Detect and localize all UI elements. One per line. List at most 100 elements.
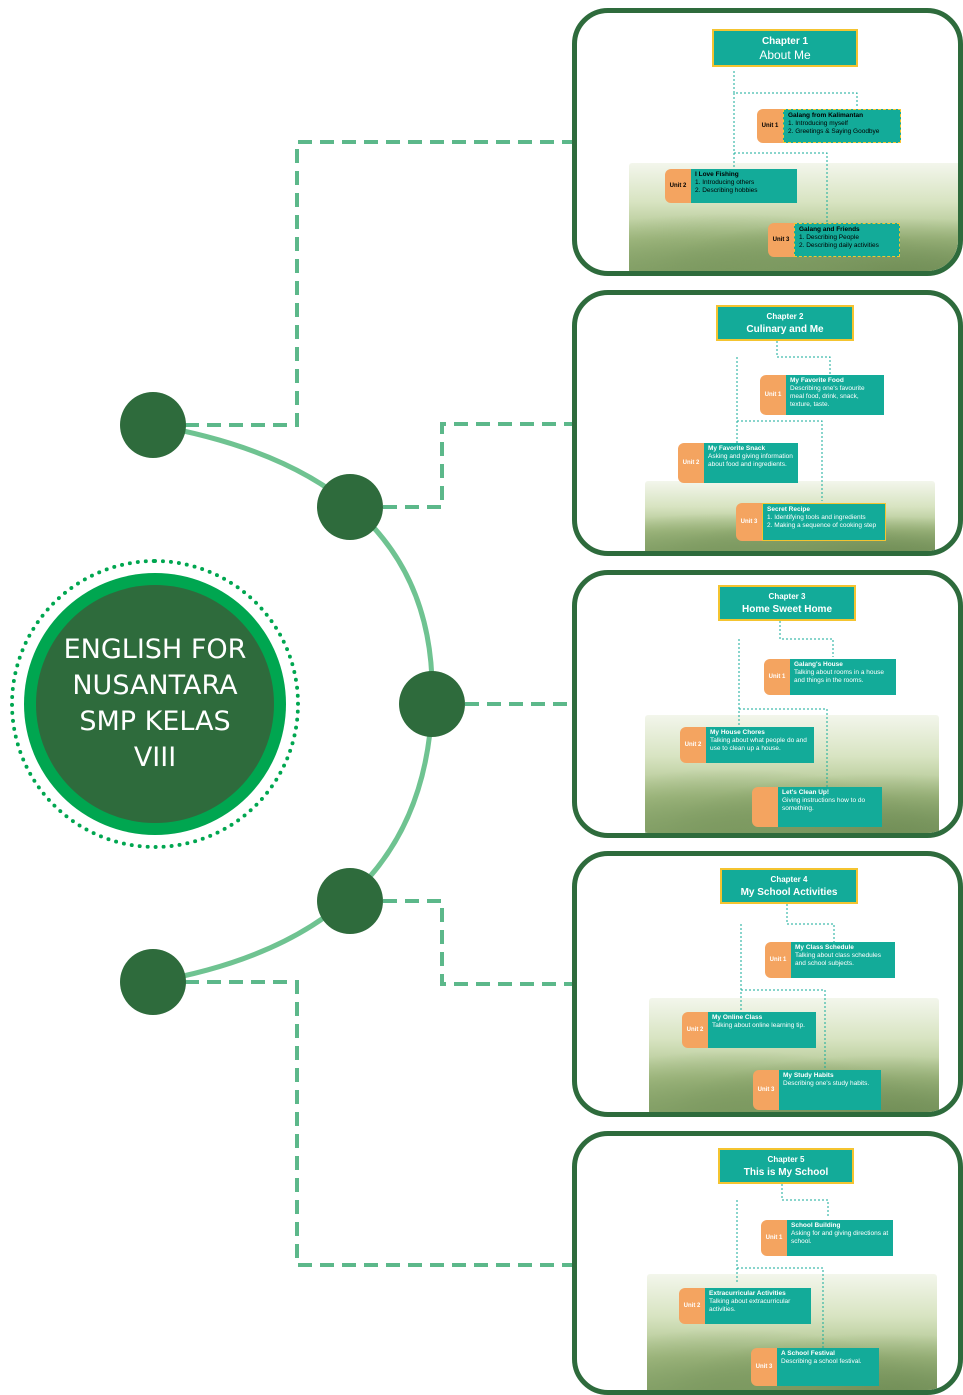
unit-line: Asking and giving information about food…: [708, 453, 793, 468]
unit-title: My Favorite Snack: [708, 445, 766, 452]
chapter-header: Chapter 1 About Me: [712, 29, 858, 67]
unit-3-box: Unit 3 My Study Habits Describing one's …: [753, 1070, 881, 1110]
unit-line: Describing a school festival.: [781, 1358, 862, 1365]
unit-line: 1. Introducing others: [695, 179, 755, 186]
unit-title: My House Chores: [710, 729, 765, 736]
dashed-link-2: [383, 422, 578, 509]
unit-title: Secret Recipe: [767, 506, 810, 513]
unit-line: 1. Describing People: [799, 234, 859, 241]
node-4[interactable]: [317, 868, 383, 934]
unit-label: Unit 3: [736, 503, 762, 541]
unit-title: School Building: [791, 1222, 841, 1229]
unit-line: Giving instructions how to do something.: [782, 797, 866, 812]
unit-label: Unit 1: [760, 375, 786, 415]
unit-label: Unit 1: [765, 942, 791, 978]
unit-connectors: [736, 1184, 829, 1348]
unit-connectors: [740, 904, 835, 1070]
unit-title: I Love Fishing: [695, 171, 739, 178]
unit-1-box: Unit 1 My Class Schedule Talking about c…: [765, 942, 895, 978]
unit-title: My Study Habits: [783, 1072, 834, 1079]
unit-3-box: Unit 3 Secret Recipe 1. Identifying tool…: [736, 503, 886, 541]
unit-1-box: Unit 1 Galang from Kalimantan 1. Introdu…: [757, 109, 901, 143]
chapter-card-4[interactable]: Chapter 4 My School Activities Unit 1 My…: [572, 851, 963, 1117]
chapter-card-2[interactable]: Chapter 2 Culinary and Me Unit 1 My Favo…: [572, 290, 963, 556]
unit-2-box: Unit 2 Extracurricular Activities Talkin…: [679, 1288, 811, 1324]
unit-line: Describing one's study habits.: [783, 1080, 870, 1087]
chapter-title: Home Sweet Home: [741, 603, 833, 615]
chapter-title: Culinary and Me: [746, 323, 824, 335]
unit-label: Unit 2: [679, 1288, 705, 1324]
dashed-link-1: [185, 140, 578, 427]
node-3[interactable]: [399, 671, 465, 737]
unit-line: 2. Describing daily activities: [799, 242, 879, 249]
hub-title: ENGLISH FOR NUSANTARA SMP KELAS VIII: [63, 634, 247, 773]
unit-label: Unit 2: [665, 169, 691, 203]
unit-2-box: Unit 2 My Online Class Talking about onl…: [682, 1012, 816, 1048]
unit-line: Talking about class schedules and school…: [795, 952, 881, 967]
unit-2-box: Unit 2 I Love Fishing 1. Introducing oth…: [665, 169, 797, 203]
chapter-title: About Me: [759, 47, 811, 62]
dashed-link-4: [383, 899, 578, 986]
unit-line: 2. Making a sequence of cooking step: [767, 522, 877, 529]
hub-circle: ENGLISH FOR NUSANTARA SMP KELAS VIII: [36, 585, 274, 823]
chapter-card-3[interactable]: Chapter 3 Home Sweet Home Unit 1 Galang'…: [572, 570, 963, 838]
unit-title: My Class Schedule: [795, 944, 854, 951]
hub-dotted-ring: [10, 559, 300, 849]
chapter-card-1[interactable]: Chapter 1 About Me Unit 1 Galang from Ka…: [572, 8, 963, 276]
unit-title: My Online Class: [712, 1014, 763, 1021]
chapter-header: Chapter 4 My School Activities: [720, 868, 858, 904]
unit-line: Talking about online learning tip.: [712, 1022, 805, 1029]
chapter-header: Chapter 3 Home Sweet Home: [718, 585, 856, 621]
chapter-card-5[interactable]: Chapter 5 This is My School Unit 1 Schoo…: [572, 1131, 963, 1395]
unit-title: Galang and Friends: [799, 226, 860, 233]
unit-line: 2. Describing hobbies: [695, 187, 758, 194]
unit-label: Unit 2: [678, 443, 704, 483]
unit-label: Unit 1: [757, 109, 783, 143]
unit-label: Unit 3: [753, 1070, 779, 1110]
chapter-number: Chapter 5: [767, 1154, 805, 1164]
chapter-number: Chapter 2: [766, 311, 804, 321]
unit-line: 1. Introducing myself: [788, 120, 848, 127]
unit-line: Asking for and giving directions at scho…: [791, 1230, 889, 1245]
unit-line: Describing one's favourite meal food, dr…: [790, 385, 865, 408]
unit-line: 1. Identifying tools and ingredients: [767, 514, 866, 521]
chapter-number: Chapter 4: [770, 874, 808, 884]
chapter-number: Chapter 3: [768, 591, 806, 601]
unit-label: [752, 787, 778, 827]
unit-label: Unit 1: [761, 1220, 787, 1256]
node-1[interactable]: [120, 392, 186, 458]
unit-connectors: [736, 341, 831, 501]
chapter-number: Chapter 1: [761, 35, 809, 47]
chapter-title: This is My School: [743, 1166, 829, 1178]
unit-title: Extracurricular Activities: [709, 1290, 786, 1297]
unit-line: Talking about what people do and use to …: [710, 737, 807, 752]
unit-title: Let's Clean Up!: [782, 789, 830, 796]
unit-title: Galang from Kalimantan: [788, 112, 864, 119]
unit-3-box: Unit 3 A School Festival Describing a sc…: [751, 1348, 879, 1386]
unit-2-box: Unit 2 My Favorite Snack Asking and givi…: [678, 443, 798, 483]
unit-2-box: Unit 2 My House Chores Talking about wha…: [680, 727, 814, 763]
unit-line: Talking about rooms in a house and thing…: [794, 669, 884, 684]
node-5[interactable]: [120, 949, 186, 1015]
chapter-header: Chapter 2 Culinary and Me: [716, 305, 854, 341]
unit-label: Unit 1: [764, 659, 790, 695]
unit-connectors: [733, 71, 858, 228]
unit-label: Unit 2: [682, 1012, 708, 1048]
chapter-title: My School Activities: [740, 886, 838, 898]
node-2[interactable]: [317, 474, 383, 540]
unit-1-box: Unit 1 School Building Asking for and gi…: [761, 1220, 893, 1256]
unit-line: Talking about extracurricular activities…: [709, 1298, 791, 1313]
dashed-link-5: [185, 980, 578, 1267]
unit-label: Unit 3: [768, 223, 794, 257]
unit-1-box: Unit 1 My Favorite Food Describing one's…: [760, 375, 884, 415]
chapter-header: Chapter 5 This is My School: [718, 1148, 854, 1184]
unit-label: Unit 3: [751, 1348, 777, 1386]
unit-1-box: Unit 1 Galang's House Talking about room…: [764, 659, 896, 695]
unit-label: Unit 2: [680, 727, 706, 763]
unit-title: My Favorite Food: [790, 377, 844, 384]
unit-title: A School Festival: [781, 1350, 835, 1357]
unit-line: 2. Greetings & Saying Goodbye: [788, 128, 880, 135]
unit-title: Galang's House: [794, 661, 843, 668]
unit-3-box: Let's Clean Up! Giving instructions how …: [752, 787, 882, 827]
unit-3-box: Unit 3 Galang and Friends 1. Describing …: [768, 223, 900, 257]
